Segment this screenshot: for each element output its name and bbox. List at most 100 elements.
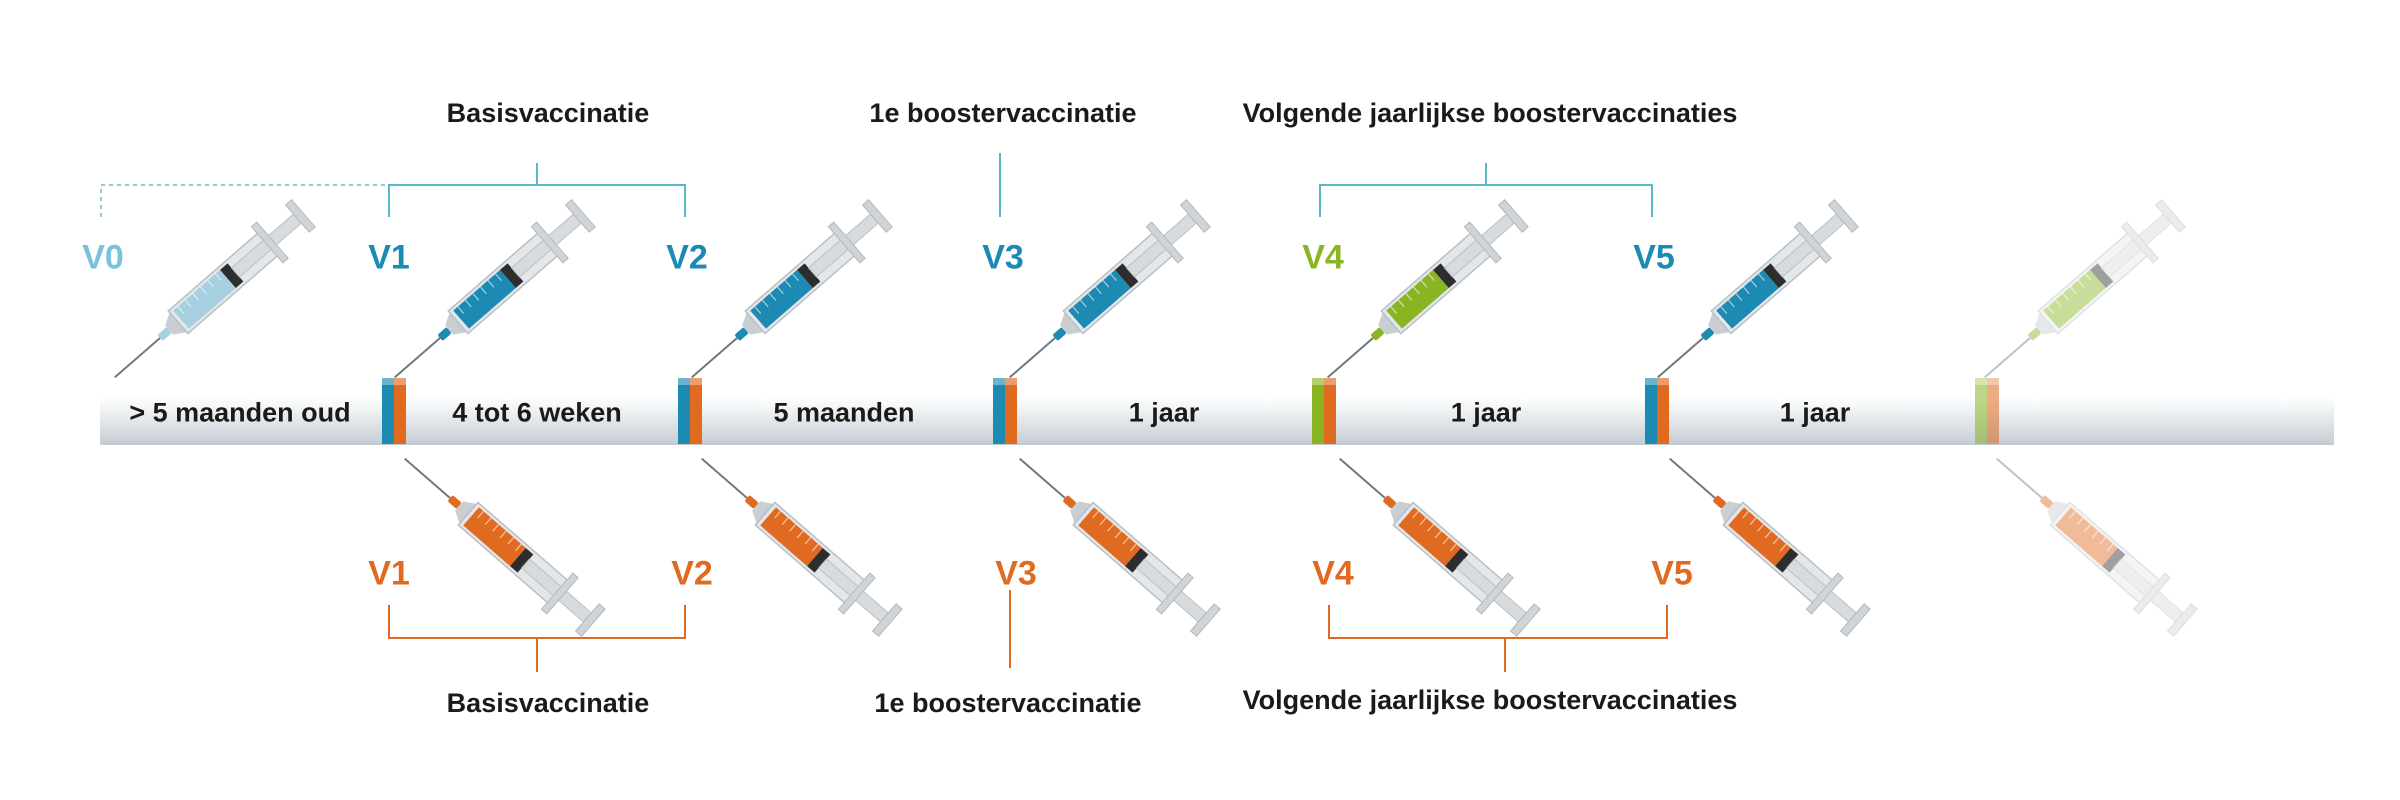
marker-stripe-left [1312, 378, 1324, 444]
syringe-plunger-head [1433, 263, 1457, 289]
syringe-gradation [2076, 517, 2084, 525]
top-syringe-3 [1009, 199, 1211, 379]
syringe-flange [1793, 221, 1832, 264]
syringe-plunger-rod [817, 558, 889, 623]
syringe-plunger-head [500, 263, 524, 289]
timeline-marker-0 [382, 378, 406, 444]
top-syringe-1 [394, 199, 596, 379]
syringe-plunger-rod [1135, 558, 1207, 623]
bottom-tag-v1: V1 [368, 554, 410, 593]
syringe-thumb-press [1189, 603, 1221, 637]
syringe-gradation [2054, 299, 2062, 308]
syringe-gradation [811, 543, 819, 552]
syringe-flange [530, 221, 569, 264]
syringe-flange [827, 221, 866, 264]
syringe-hub [1383, 495, 1396, 509]
interval-label-1: 4 tot 6 weken [452, 397, 622, 428]
top-tag-v5: V5 [1633, 238, 1675, 277]
syringe-liquid [2055, 507, 2118, 567]
top-tag-v2: V2 [666, 238, 708, 277]
syringe-gradation [1092, 510, 1099, 519]
marker-stripe-right [1324, 378, 1336, 444]
syringe-liquid [1716, 269, 1779, 329]
syringe-flange [2132, 572, 2171, 615]
syringe-gradation [457, 306, 465, 314]
syringe-tip [1720, 501, 1742, 524]
bottom-syringe-1 [701, 457, 903, 637]
syringe-gradation [1449, 543, 1457, 552]
syringe-gradation [207, 280, 215, 288]
syringe-hub [1063, 495, 1076, 509]
timeline-marker-3 [1312, 378, 1336, 444]
syringe-gradation [1094, 286, 1102, 295]
timeline-marker-2 [993, 378, 1017, 444]
bottom-syringe-3 [1339, 457, 1541, 637]
syringe-gradation [784, 280, 792, 288]
syringe-gradation [1099, 517, 1107, 525]
timeline-marker-5 [1975, 378, 1999, 444]
syringe-gradation [776, 286, 784, 295]
syringe-gradation [487, 280, 495, 288]
syringe-gradation [479, 286, 487, 295]
syringe-needle [404, 457, 451, 499]
syringe-gradation [1122, 537, 1130, 545]
syringe-thumb-press [574, 603, 606, 637]
syringe-needle [701, 457, 748, 499]
syringe-gradation [1129, 543, 1137, 552]
syringe-plunger-rod [2112, 558, 2184, 623]
syringe-gradation [1742, 510, 1749, 519]
syringe-gradation [199, 286, 207, 295]
syringe-tip [1070, 501, 1092, 524]
syringe-gradation [1110, 273, 1117, 282]
top-dotted-link-v0 [100, 184, 389, 217]
syringe-gradation [484, 517, 492, 525]
syringe-gradation [1735, 293, 1743, 301]
syringe-gradation [2062, 293, 2070, 301]
syringe-liquid [2043, 269, 2106, 329]
syringe-gradation [514, 543, 522, 552]
syringe-gradation [464, 299, 472, 308]
bottom-syringe-0 [404, 457, 606, 637]
syringe-gradation [796, 530, 804, 539]
syringe-needle [1019, 457, 1066, 499]
syringe-gradation [1405, 293, 1413, 301]
syringe-needle [1009, 337, 1056, 379]
marker-highlight [1975, 378, 1999, 385]
bottom-phase-jaarlijkse-booster: Volgende jaarlijkse boostervaccinaties [1242, 685, 1738, 715]
syringe-plunger-rod [1443, 213, 1515, 278]
syringe-gradation [1390, 306, 1398, 314]
syringe-gradation [492, 523, 500, 532]
syringe-liquid [1398, 507, 1461, 567]
syringe-thumb-press [2154, 199, 2186, 233]
syringe-needle [1996, 457, 2043, 499]
syringe-needle [114, 337, 161, 379]
syringe-flange [1155, 572, 1194, 615]
syringe-needle [394, 337, 441, 379]
syringe-gradation [1720, 306, 1728, 314]
top-bracket-annual [1319, 184, 1653, 217]
syringe-tip [165, 312, 187, 335]
syringe-flange [837, 572, 876, 615]
top-syringe-2 [691, 199, 893, 379]
bottom-tag-v3: V3 [995, 554, 1037, 593]
syringe-hub [448, 495, 461, 509]
syringe-gradation [2069, 510, 2076, 519]
marker-stripe-left [993, 378, 1005, 444]
bottom-tag-v4: V4 [1312, 554, 1354, 593]
syringe-gradation [1742, 286, 1750, 295]
syringe-gradation [215, 273, 222, 282]
top-syringe-6 [1984, 199, 2186, 379]
syringe-tip [1060, 312, 1082, 335]
marker-highlight [1645, 378, 1669, 385]
syringe-gradation [1420, 280, 1428, 288]
marker-stripe-right [1005, 378, 1017, 444]
syringe-tip [455, 501, 477, 524]
syringe-plunger-head [807, 547, 831, 573]
syringe-flange [1145, 221, 1184, 264]
syringe-plunger-rod [1773, 213, 1845, 278]
interval-label-2: 5 maanden [773, 397, 915, 428]
syringe-tip [1378, 312, 1400, 335]
syringe-plunger-head [2090, 263, 2114, 289]
syringe-gradation [792, 273, 799, 282]
syringe-gradation [2084, 523, 2092, 532]
